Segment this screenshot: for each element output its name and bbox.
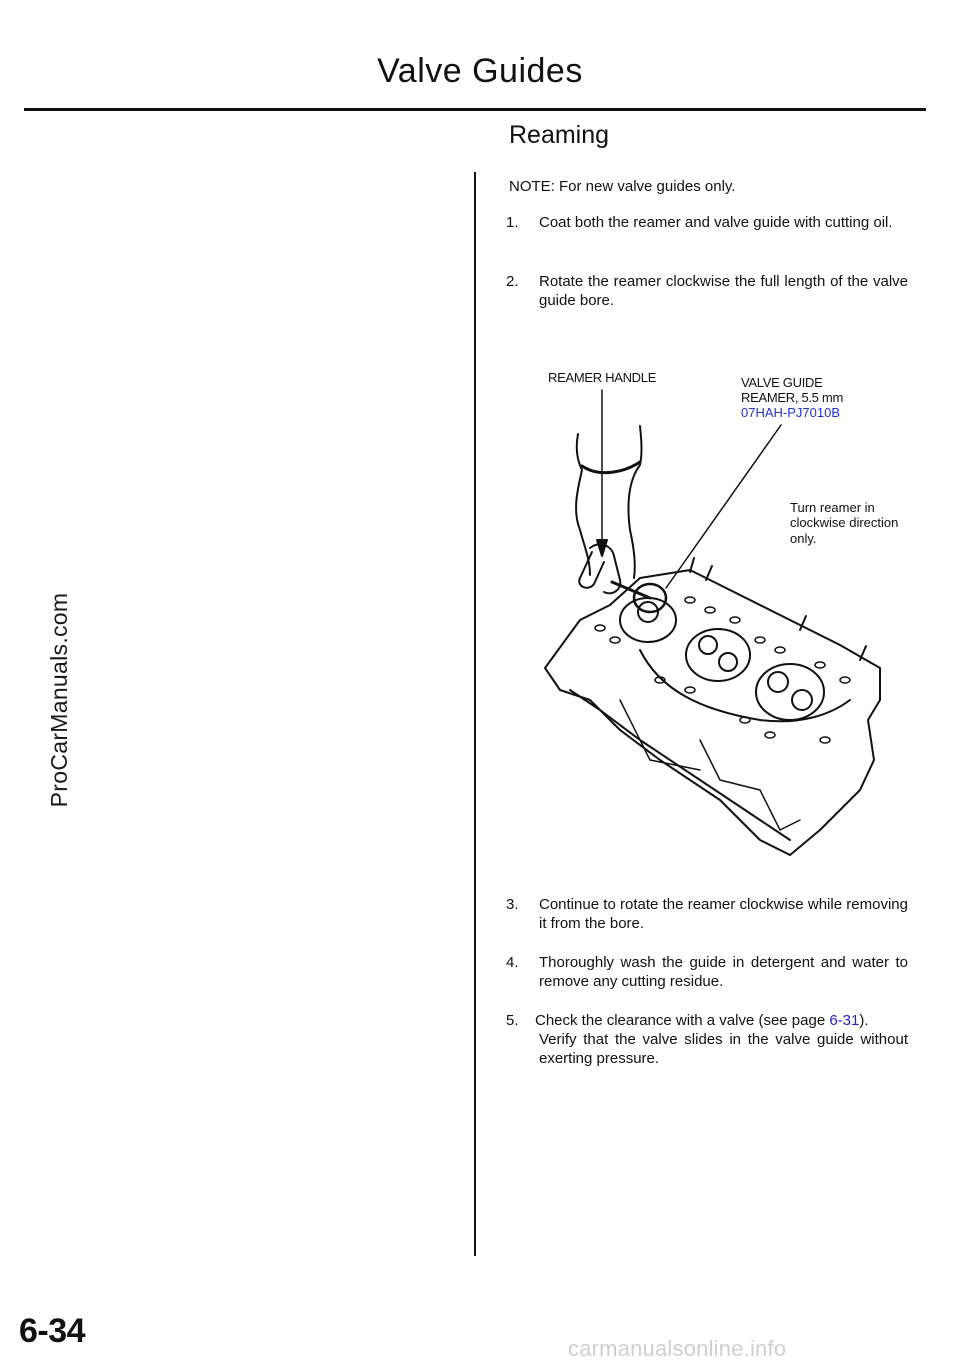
caution-line-2: clockwise direction [790,515,899,530]
reamer-shaft [610,580,652,600]
step-number: 2. [506,273,519,290]
step-2: 2. Rotate the reamer clockwise the full … [506,272,908,310]
casting-detail [759,789,801,831]
reamer-tool [632,582,668,614]
leader-reamer-tool [665,424,782,589]
casting-detail [619,699,701,771]
note-text: NOTE: For new valve guides only. [509,178,736,195]
section-heading: Reaming [509,121,610,149]
step-text: Check the clearance with a valve (see pa… [535,1011,908,1030]
chamber-3 [755,663,825,721]
column-rule [474,172,476,1256]
step-text: Thoroughly wash the guide in detergent a… [539,954,908,990]
page-link[interactable]: 6-31 [829,1012,860,1029]
stud [799,615,807,631]
reamer-handle-bar [589,543,622,595]
valve-port [698,635,718,655]
label-tool-part-number: 07HAH-PJ7010B [741,405,840,420]
valve-port [718,652,738,672]
step-number: 1. [506,214,519,231]
step-text-continued: Verify that the valve slides in the valv… [539,1031,908,1067]
step-text-part: ). [859,1012,869,1029]
step-5: 5. Check the clearance with a valve (see… [506,1011,908,1068]
step-number: 5. [506,1012,519,1029]
label-tool-size: REAMER, 5.5 mm [741,390,843,405]
step-text: Rotate the reamer clockwise the full len… [539,273,908,309]
bolt-holes [594,596,851,744]
title-rule [24,108,926,111]
reamer-handle-grip [578,551,605,589]
head-deck-curve [639,649,851,723]
step-text-part: Check the clearance with a valve (see pa… [535,1012,830,1029]
page-title: Valve Guides [377,52,583,90]
stud [859,645,867,661]
wrist-band [580,460,642,475]
chamber-2 [685,628,751,682]
valve-port [791,689,813,711]
step-3: 3. Continue to rotate the reamer clockwi… [506,895,908,933]
valve-port [767,671,789,693]
label-reamer-handle: REAMER HANDLE [548,370,657,385]
step-1: 1. Coat both the reamer and valve guide … [506,213,908,232]
label-tool-name: VALVE GUIDE [741,375,823,390]
step-number: 3. [506,896,519,913]
step-number: 4. [506,954,519,971]
step-text: Continue to rotate the reamer clockwise … [539,896,908,932]
hand-outline-right [627,425,643,579]
footer-watermark: carmanualsonline.info [568,1336,787,1361]
page-number: 6-34 [19,1312,86,1350]
leader-arrowhead [596,539,608,557]
head-outline [544,569,881,856]
stud [705,565,713,581]
valve-port [637,601,659,623]
caution-line-1: Turn reamer in [790,500,875,515]
stud [689,557,695,573]
step-text: Coat both the reamer and valve guide wit… [539,214,893,231]
step-4: 4. Thoroughly wash the guide in detergen… [506,953,908,991]
head-lower-edge [569,689,791,841]
caution-line-3: only. [790,531,817,546]
chamber-1 [619,597,677,643]
hand-outline-left [575,433,591,576]
casting-detail [699,739,761,791]
